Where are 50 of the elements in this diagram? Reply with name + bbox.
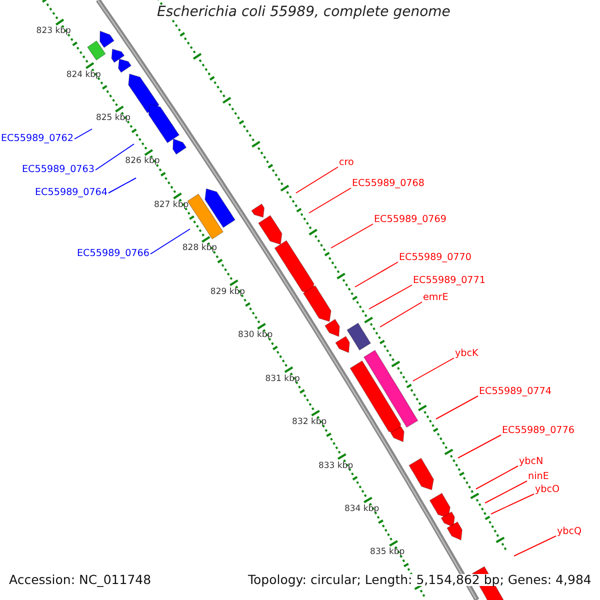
leader-line xyxy=(308,188,352,214)
leader-line xyxy=(95,144,134,170)
gene-label: EC55989_0770 xyxy=(399,252,472,264)
gene-label: ybcQ xyxy=(557,526,582,538)
gene-label: ybcK xyxy=(455,348,478,360)
scale-label: 833 kbp xyxy=(318,460,354,472)
gene-label: ybcN xyxy=(519,456,544,468)
gene-label: emrE xyxy=(423,292,448,304)
title: Escherichia coli 55989, complete genome xyxy=(157,6,450,18)
scale-label: 824 kbp xyxy=(66,68,101,81)
leader-line xyxy=(74,128,92,140)
gene-label: EC55989_0774 xyxy=(479,386,552,398)
scale-label: 830 kbp xyxy=(238,329,273,342)
scale-label: 827 kbp xyxy=(154,198,189,211)
scale-label: 828 kbp xyxy=(182,242,218,254)
gene-label: EC55989_0768 xyxy=(352,178,424,190)
scale-label: 835 kbp xyxy=(370,546,405,558)
leader-line xyxy=(490,494,534,514)
gene-label: EC55989_0769 xyxy=(374,214,446,226)
gene-label: EC55989_0763 xyxy=(22,164,94,176)
leader-line xyxy=(436,396,478,420)
gene-label: EC55989_0776 xyxy=(502,425,574,437)
scale-label: 829 kbp xyxy=(210,286,246,298)
leader-line xyxy=(330,224,374,248)
gene-label: EC55989_0764 xyxy=(35,187,108,199)
scale-label: 823 kbp xyxy=(36,25,71,38)
gene-label: cro xyxy=(339,157,354,169)
leader-line xyxy=(476,466,518,490)
scale-label: 832 kbp xyxy=(292,416,327,428)
gene-label: ninE xyxy=(528,471,549,483)
leader-line xyxy=(354,262,398,288)
leader-line xyxy=(412,358,454,382)
leader-line xyxy=(296,166,338,194)
leader-line xyxy=(380,302,422,328)
gene-label: EC55989_0762 xyxy=(1,133,74,145)
scale-label: 826 kbp xyxy=(125,155,160,168)
leader-line xyxy=(458,434,502,458)
scale-label: 825 kbp xyxy=(96,112,131,124)
gene-label: EC55989_0771 xyxy=(413,275,486,287)
leader-line xyxy=(368,284,412,310)
genome-stats-text: Topology: circular; Length: 5,154,862 bp; Genes: 4,984 xyxy=(248,574,592,586)
leader-line xyxy=(514,536,556,556)
gene-label: EC55989_0766 xyxy=(77,248,150,260)
accession-text: Accession: NC_011748 xyxy=(9,574,152,586)
scale-label: 831 kbp xyxy=(265,372,300,385)
gene-label: ybcO xyxy=(535,484,560,496)
leader-line xyxy=(108,178,136,194)
scale-label: 834 kbp xyxy=(344,502,380,515)
leader-line xyxy=(484,480,528,504)
leader-line xyxy=(150,228,190,254)
